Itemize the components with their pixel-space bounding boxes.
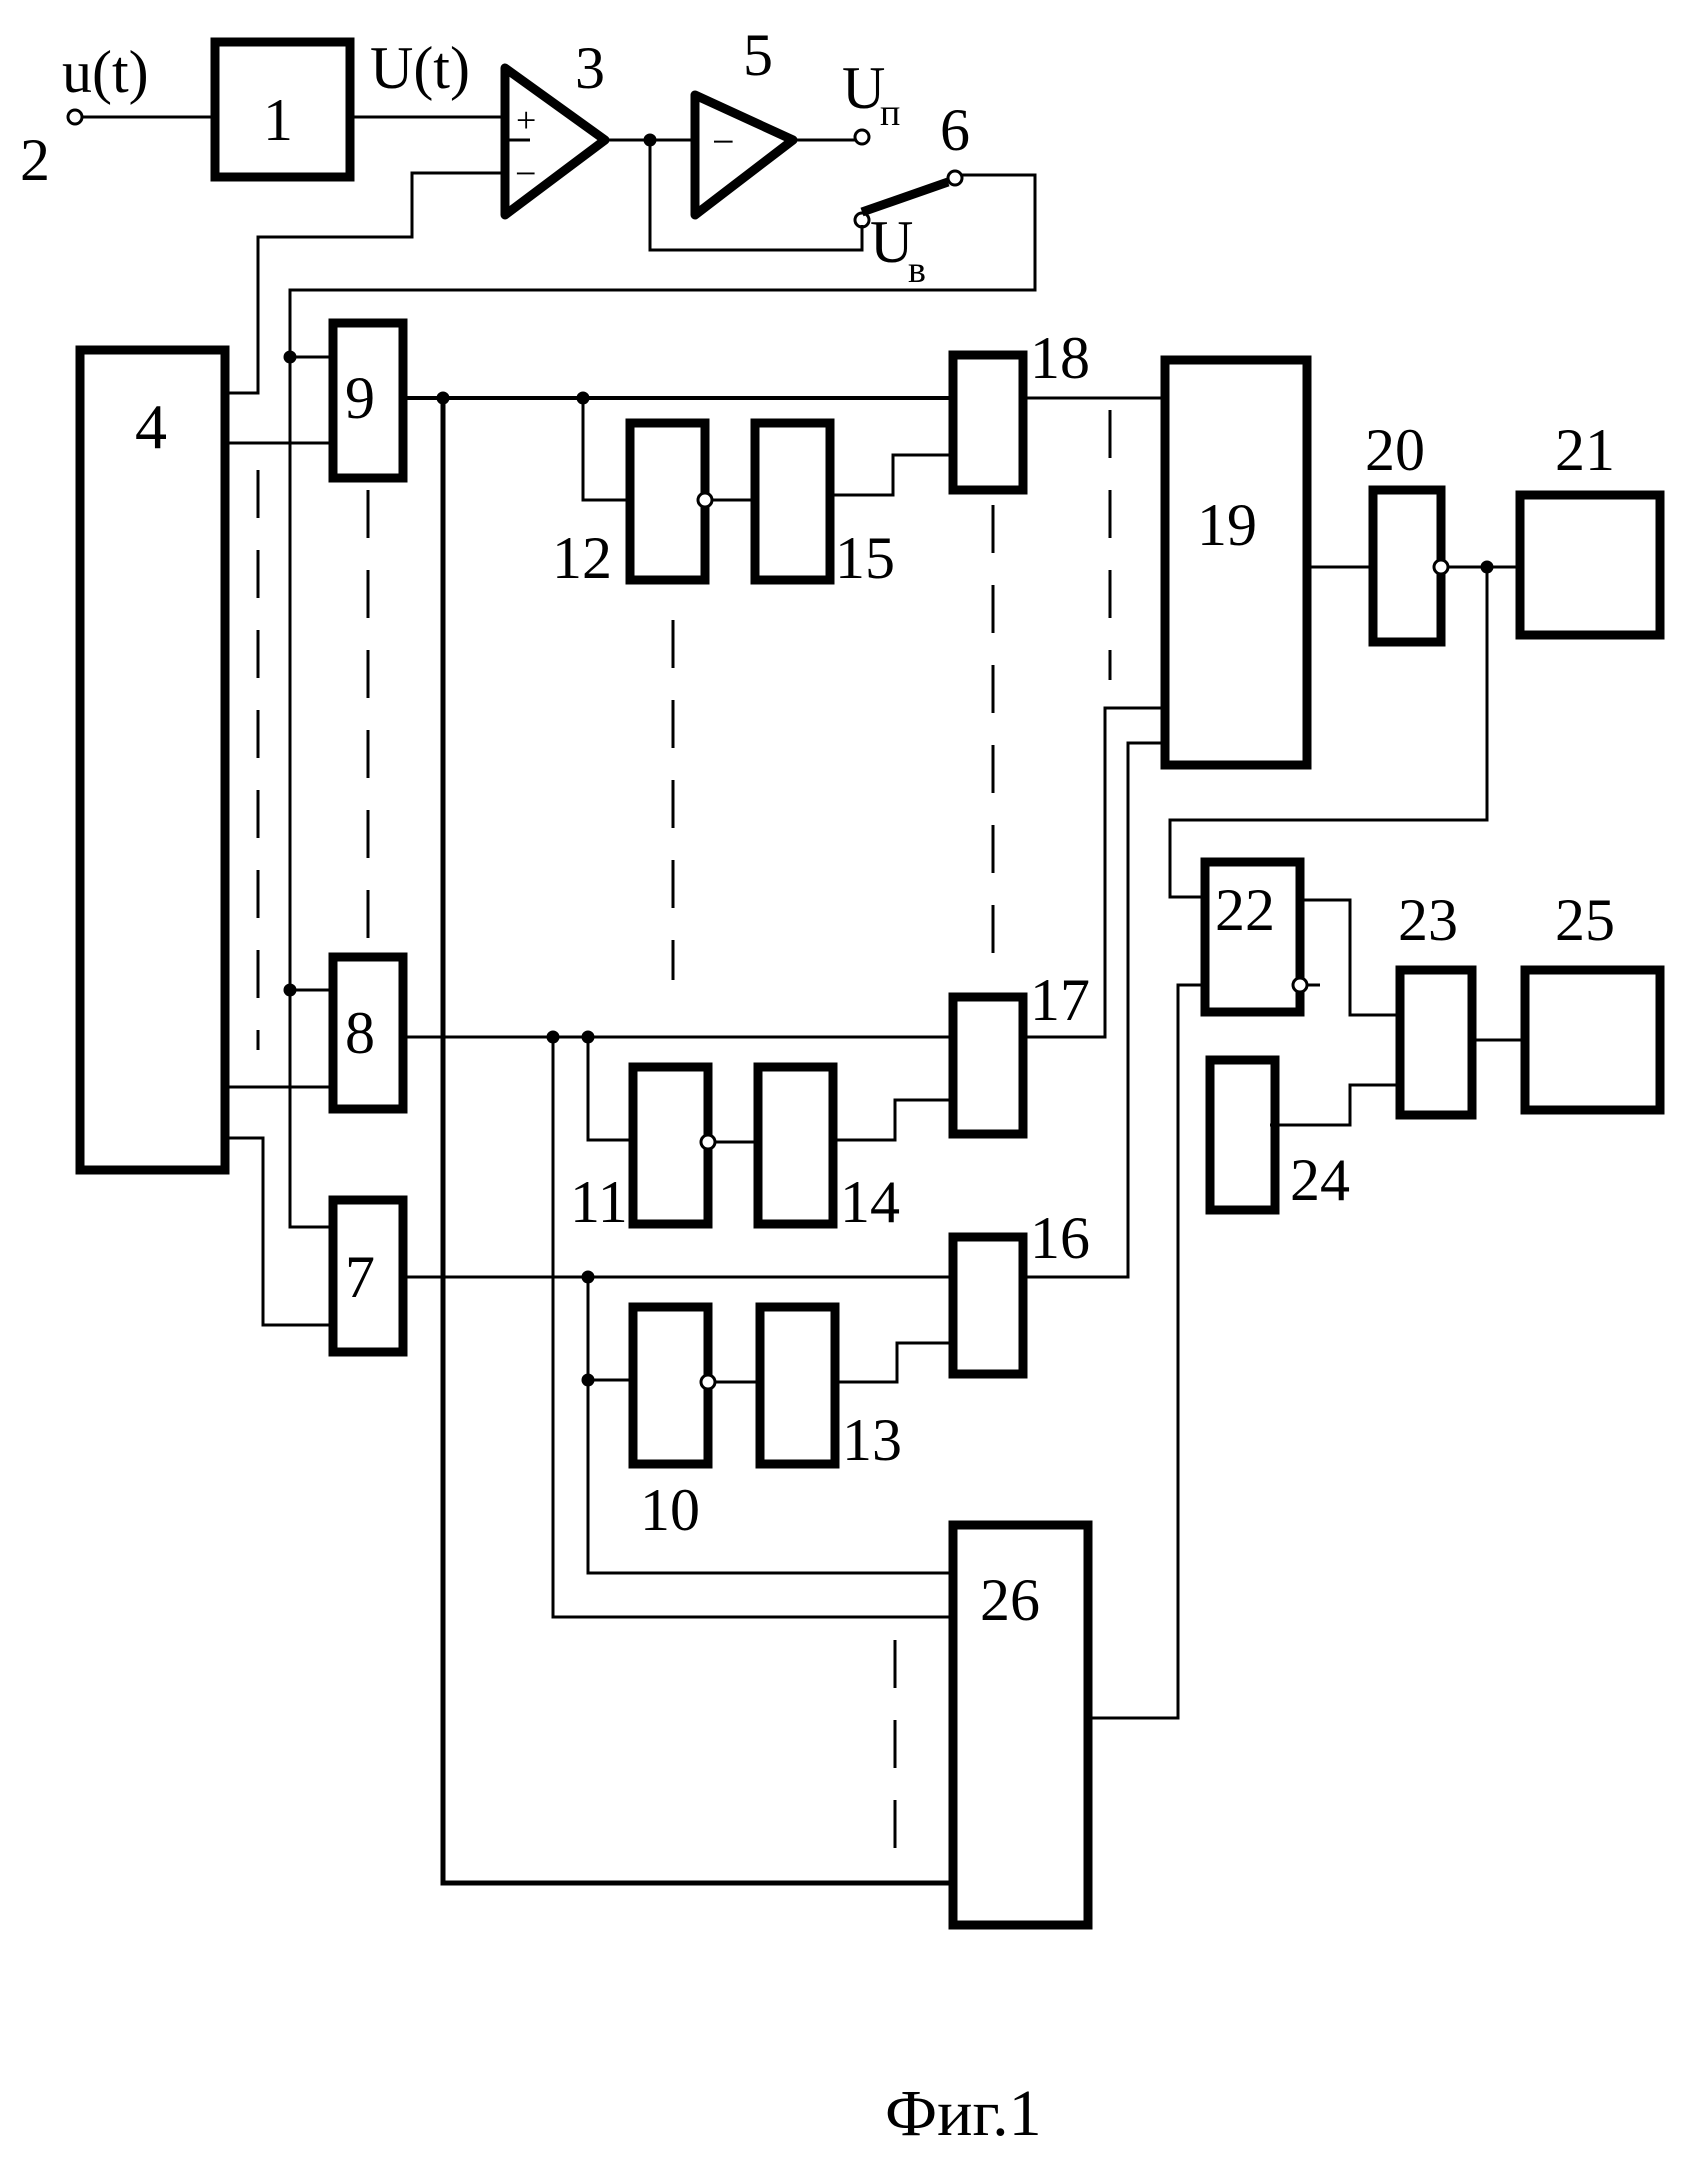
label-block-9: 9 (345, 365, 375, 431)
label-block-18: 18 (1030, 325, 1090, 391)
label-block-1: 1 (263, 87, 293, 153)
switch-6-contact (948, 171, 962, 185)
label-block-11: 11 (570, 1169, 628, 1235)
inversion-10 (701, 1375, 715, 1389)
wire-22-to-23 (1300, 900, 1400, 1015)
label-block-15: 15 (835, 525, 895, 591)
label-block-13: 13 (842, 1407, 902, 1473)
wire-24-to-23 (1270, 1085, 1400, 1125)
label-block-17: 17 (1030, 967, 1090, 1033)
wire-9-to-12 (583, 398, 630, 500)
terminal-U-v (855, 213, 869, 227)
block-12 (630, 423, 705, 580)
block-11 (633, 1067, 708, 1224)
comparator-plus-sign: + (516, 100, 536, 140)
label-block-19: 19 (1197, 492, 1257, 558)
label-U-p-subscript: п (880, 92, 900, 134)
block-10 (633, 1307, 708, 1464)
block-14 (758, 1067, 833, 1224)
label-block-20: 20 (1365, 417, 1425, 483)
terminal-U-p (855, 130, 869, 144)
label-block-26: 26 (980, 1567, 1040, 1633)
junction-bus-9 (284, 351, 296, 363)
wire-8-to-26 (553, 1037, 953, 1617)
junction-bus-8 (284, 984, 296, 996)
label-U-v-subscript: в (908, 249, 926, 291)
wire-14-to-17 (833, 1100, 953, 1140)
label-block-6: 6 (940, 97, 970, 163)
label-U-v: U (870, 209, 913, 275)
wire-15-to-18 (830, 455, 953, 495)
block-23 (1400, 970, 1472, 1115)
inversion-12 (698, 493, 712, 507)
label-terminal-2: 2 (20, 127, 50, 193)
label-block-10: 10 (640, 1477, 700, 1543)
label-block-25: 25 (1555, 887, 1615, 953)
wire-comparator-to-Uv (650, 140, 862, 250)
block-19 (1165, 360, 1307, 765)
label-block-23: 23 (1398, 887, 1458, 953)
label-block-8: 8 (345, 1000, 375, 1066)
block-17 (953, 997, 1023, 1134)
label-block-3: 3 (575, 35, 605, 101)
label-block-24: 24 (1290, 1147, 1350, 1213)
block-16 (953, 1237, 1023, 1374)
inversion-20 (1434, 560, 1448, 574)
block-18 (953, 355, 1023, 490)
label-block-5: 5 (743, 22, 773, 88)
label-block-7: 7 (345, 1244, 375, 1310)
block-24 (1210, 1060, 1275, 1210)
label-u-t: u(t) (62, 39, 149, 105)
comparator-minus-sign: − (515, 153, 536, 195)
block-25 (1525, 970, 1660, 1110)
label-block-21: 21 (1555, 417, 1615, 483)
block-21 (1520, 495, 1660, 635)
inversion-11 (701, 1135, 715, 1149)
block-20 (1373, 490, 1441, 642)
label-block-14: 14 (840, 1169, 900, 1235)
figure-caption: Фиг.1 (885, 2077, 1042, 2150)
label-U-t: U(t) (370, 35, 470, 101)
block-13 (760, 1307, 835, 1464)
block-15 (755, 423, 830, 580)
label-block-12: 12 (552, 525, 612, 591)
wire-block-4-to-comparator-minus (225, 173, 505, 393)
label-block-4: 4 (135, 391, 167, 462)
wire-8-to-11 (588, 1037, 630, 1140)
inverter-5 (695, 95, 793, 215)
wire-block-4-to-7 (225, 1138, 333, 1325)
label-U-p: U (842, 55, 885, 121)
wire-26-to-22 (1088, 985, 1205, 1718)
input-terminal-2 (68, 110, 82, 124)
switch-6-lever (862, 182, 948, 212)
label-block-16: 16 (1030, 1205, 1090, 1271)
block-4 (80, 350, 225, 1170)
inverter-minus-sign: − (712, 119, 735, 164)
label-block-22: 22 (1215, 877, 1275, 943)
wire-13-to-16 (835, 1343, 953, 1382)
inversion-22 (1293, 978, 1307, 992)
